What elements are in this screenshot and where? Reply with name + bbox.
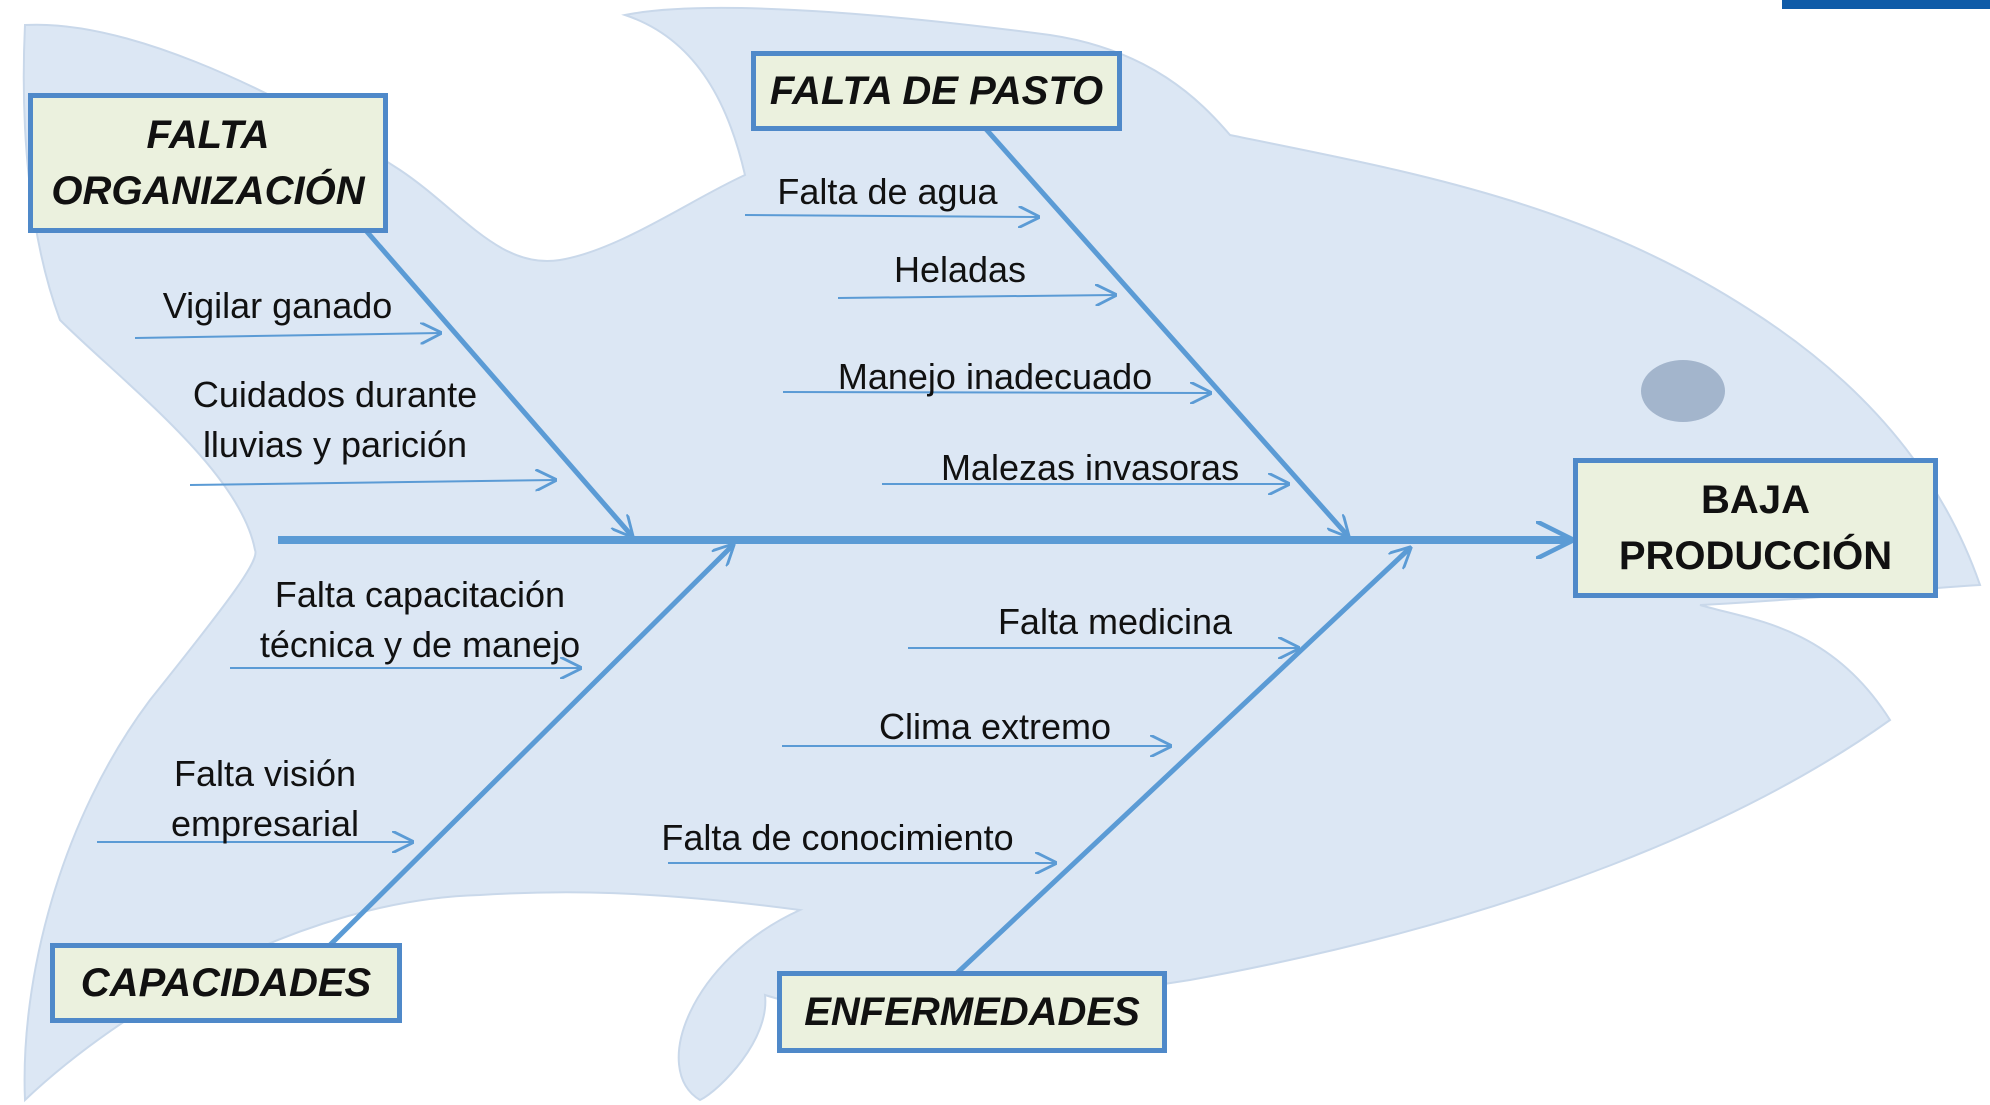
effect-line1: BAJA <box>1701 478 1810 522</box>
cause-heladas: Heladas <box>893 249 1027 290</box>
category-falta-de-pasto: FALTA DE PASTO <box>751 51 1122 131</box>
cause-cuidados-line2: lluvias y parición <box>202 424 468 465</box>
category-falta-de-pasto-label: FALTA DE PASTO <box>769 69 1104 113</box>
cause-malezas-invasoras: Malezas invasoras <box>940 447 1240 488</box>
branch-capacidades <box>328 545 733 947</box>
category-falta-organizacion: FALTA ORGANIZACIÓN <box>28 93 388 233</box>
cause-cuidados-line1: Cuidados durante <box>192 374 478 415</box>
fish-body-shape <box>22 6 1982 1103</box>
branch-enfermedades <box>953 548 1410 977</box>
cause-vision-line1: Falta visión <box>173 753 357 794</box>
cause-capacitacion-line2: técnica y de manejo <box>259 624 581 665</box>
cause-falta-de-agua: Falta de agua <box>777 171 998 212</box>
arrow-falta-de-agua <box>744 215 1038 217</box>
effect-line2: PRODUCCIÓN <box>1618 534 1893 578</box>
effect-box: BAJA PRODUCCIÓN <box>1573 458 1938 598</box>
arrow-manejo-inadecuado <box>782 392 1210 393</box>
category-falta-organizacion-line1: FALTA <box>146 113 270 157</box>
category-capacidades-label: CAPACIDADES <box>80 961 372 1005</box>
cause-clima-extremo: Clima extremo <box>878 706 1112 747</box>
fish-eye <box>1641 360 1725 422</box>
arrow-vigilar-ganado <box>134 333 440 338</box>
corner-accent-bar <box>1782 0 1990 9</box>
category-falta-organizacion-line2: ORGANIZACIÓN <box>51 169 365 213</box>
cause-falta-de-conocimiento: Falta de conocimiento <box>661 817 1014 858</box>
branch-falta-de-pasto <box>983 126 1348 536</box>
category-capacidades: CAPACIDADES <box>50 943 402 1023</box>
branch-falta-organizacion <box>353 216 632 536</box>
category-enfermedades: ENFERMEDADES <box>777 971 1167 1053</box>
arrow-cuidados <box>189 480 555 485</box>
cause-vigilar-ganado: Vigilar ganado <box>162 285 393 326</box>
category-enfermedades-label: ENFERMEDADES <box>804 990 1140 1034</box>
cause-falta-medicina: Falta medicina <box>997 601 1233 642</box>
arrow-heladas <box>837 295 1115 298</box>
cause-vision-line2: empresarial <box>170 803 360 844</box>
cause-manejo-inadecuado: Manejo inadecuado <box>837 356 1153 397</box>
cause-capacitacion-line1: Falta capacitación <box>274 574 566 615</box>
